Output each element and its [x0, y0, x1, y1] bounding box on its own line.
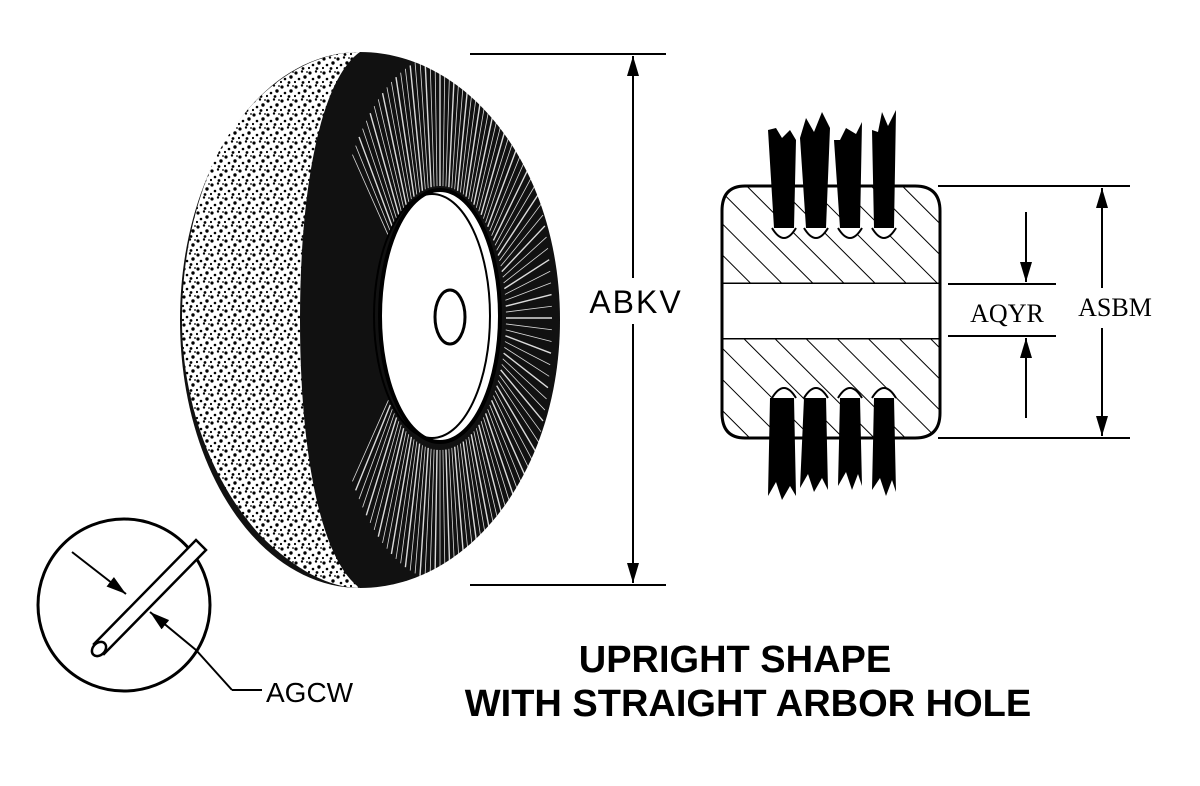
wire-diameter-label: AGCW [266, 677, 354, 708]
wire-detail-inset: AGCW [36, 517, 354, 708]
diagram-caption: UPRIGHT SHAPE WITH STRAIGHT ARBOR HOLE [465, 639, 1031, 725]
wheel-bristle-texture [352, 56, 552, 580]
face-width-dimension: ASBM [938, 185, 1152, 439]
caption-line-2: WITH STRAIGHT ARBOR HOLE [465, 683, 1031, 725]
wheel-brush-illustration [180, 52, 560, 588]
tuft-roots [771, 227, 897, 399]
face-width-label: ASBM [1078, 293, 1152, 322]
section-lower-half [720, 336, 942, 440]
wheel-arbor-hole [433, 288, 467, 346]
wheel-hub-inner-ring [373, 193, 491, 439]
wheel-tread-face [182, 52, 360, 588]
overall-diameter-dimension: ABKV [470, 53, 688, 586]
arbor-hole-label: AQYR [970, 299, 1044, 328]
section-bore [722, 284, 940, 338]
caption-line-1: UPRIGHT SHAPE [579, 639, 891, 681]
cross-section-view [720, 110, 942, 500]
overall-diameter-label: ABKV [589, 284, 682, 320]
section-upper-half [720, 184, 942, 286]
arbor-hole-dimension: AQYR [948, 212, 1056, 418]
